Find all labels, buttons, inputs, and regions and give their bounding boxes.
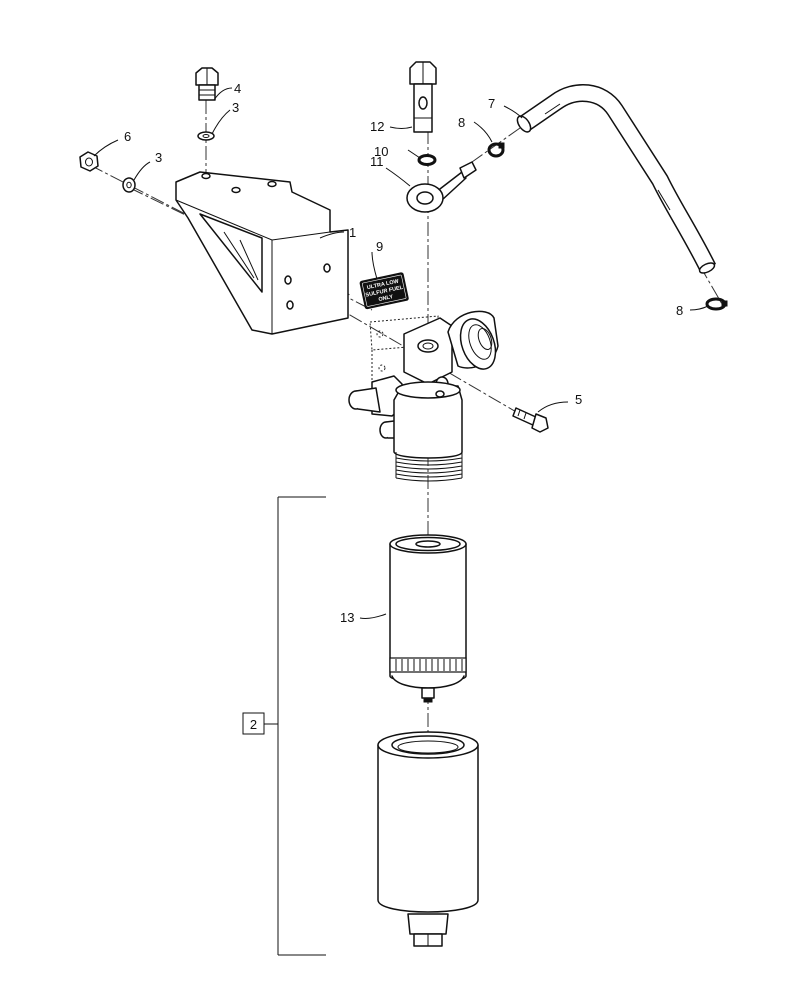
callout-13: 13 bbox=[340, 610, 354, 625]
callout-3-left: 3 bbox=[155, 150, 162, 165]
callout-7: 7 bbox=[488, 96, 495, 111]
fuel-hose-item-7 bbox=[516, 84, 717, 274]
hose-clamp-item-8-lower bbox=[705, 297, 728, 311]
filter-head bbox=[348, 310, 499, 482]
assembly-bracket bbox=[264, 496, 326, 956]
callout-2-box bbox=[242, 712, 265, 735]
callout-3-upper: 3 bbox=[232, 100, 239, 115]
washer-hole bbox=[126, 181, 132, 189]
bolt-item-5 bbox=[512, 407, 549, 433]
washer-item-3-left bbox=[122, 177, 136, 193]
callout-5: 5 bbox=[575, 392, 582, 407]
washer-item-3-upper bbox=[197, 131, 215, 141]
callout-4: 4 bbox=[234, 81, 241, 96]
callout-9: 9 bbox=[376, 239, 383, 254]
callout-1: 1 bbox=[349, 225, 356, 240]
callout-6: 6 bbox=[124, 129, 131, 144]
hose-clamp-item-8-upper bbox=[487, 142, 505, 158]
leader-lines bbox=[93, 87, 709, 619]
banjo-fitting-item-11 bbox=[406, 161, 477, 213]
water-separator-bowl bbox=[377, 731, 479, 947]
banjo-bolt-item-12 bbox=[409, 61, 437, 133]
callout-12: 12 bbox=[370, 119, 384, 134]
callout-2: 2 bbox=[250, 717, 257, 732]
filter-element-item-13 bbox=[389, 534, 467, 703]
bolt-item-4 bbox=[195, 67, 219, 101]
callout-11: 11 bbox=[370, 154, 384, 169]
callout-8-upper: 8 bbox=[458, 115, 465, 130]
washer-hole bbox=[202, 134, 210, 138]
decal-item-9: ULTRA LOW SULFUR FUEL ONLY bbox=[359, 272, 409, 310]
callout-8-lower: 8 bbox=[676, 303, 683, 318]
decal-line-3: ONLY bbox=[378, 294, 394, 303]
o-ring-item-10 bbox=[417, 154, 437, 166]
callouts: 1 2 3 3 4 5 6 7 8 8 9 10 11 12 13 bbox=[124, 81, 683, 735]
nut-item-6 bbox=[79, 151, 99, 172]
callout-10: 10 bbox=[374, 144, 388, 159]
mounting-bracket bbox=[175, 171, 349, 335]
